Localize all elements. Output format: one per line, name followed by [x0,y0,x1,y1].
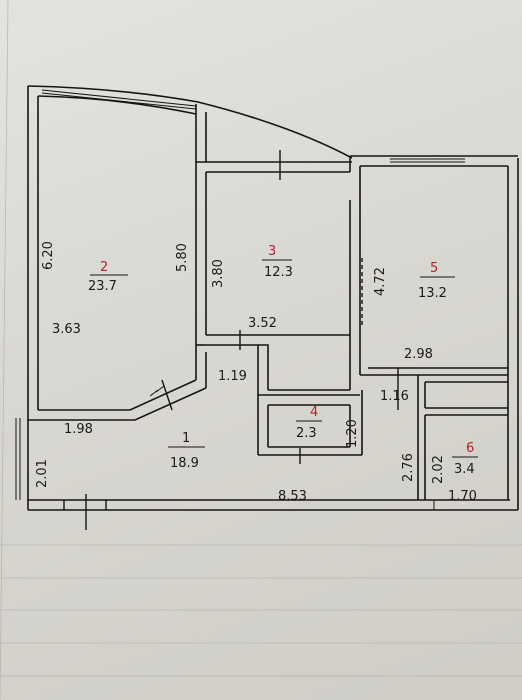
dimension-label: 5.80 [175,243,190,272]
room-area: 3.4 [454,462,475,477]
room-area: 2.3 [296,426,317,441]
dimension-label: 1.19 [218,369,247,384]
room-area: 12.3 [264,265,293,280]
dimension-label: 1.70 [448,489,477,504]
dimension-label: 2.02 [431,455,446,484]
window-frames [15,89,465,500]
dimension-label: 4.72 [373,267,388,296]
room-area: 18.9 [170,456,199,471]
room-number: 1 [182,431,190,446]
hatch-marks [149,385,435,510]
room-number: 2 [100,260,108,275]
dimension-label: 3.80 [211,259,226,288]
room-number: 6 [466,441,474,456]
dimension-label: 2.98 [404,347,433,362]
room-number: 4 [310,405,318,420]
dimension-label: 2.76 [401,453,416,482]
dimension-label: 2.01 [35,459,50,488]
room-area: 13.2 [418,286,447,301]
interior-walls [28,200,508,500]
outer-walls [27,85,519,511]
room-area: 23.7 [88,279,117,294]
door-marks [63,150,399,530]
dimension-label: 6.20 [41,241,56,270]
dimension-label: 1.16 [380,389,409,404]
dimension-label: 1.98 [64,422,93,437]
room-number: 5 [430,261,438,276]
room-number: 3 [268,244,276,259]
dimension-label: 8.53 [278,489,307,504]
dimension-label: 3.63 [52,322,81,337]
dimension-label: 3.52 [248,316,277,331]
dimension-label: 1.20 [345,419,360,448]
